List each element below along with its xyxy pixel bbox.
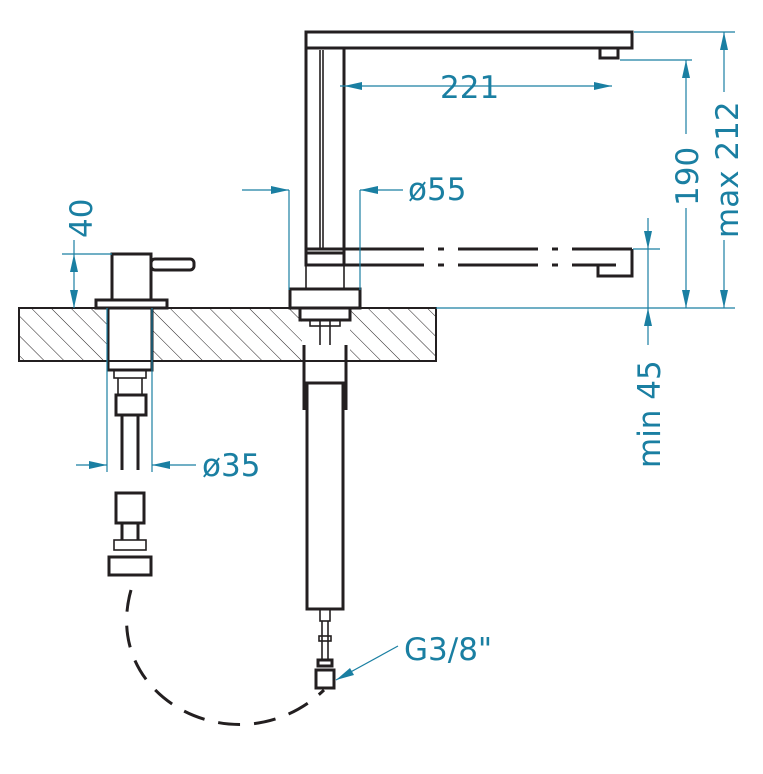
faucet-body — [288, 30, 634, 690]
label-spout-reach: 221 — [440, 70, 499, 106]
label-base-diameter: ø55 — [408, 172, 466, 208]
spout-lowered-position — [344, 247, 634, 278]
dimension-lines — [62, 31, 735, 681]
label-dispenser-height: 40 — [64, 199, 100, 238]
label-connection-thread: G3/8" — [404, 632, 492, 668]
label-countertop-min: min 45 — [632, 360, 668, 468]
label-height-max: max 212 — [710, 101, 746, 238]
label-height-standard: 190 — [670, 147, 706, 206]
soap-dispenser — [94, 252, 196, 577]
countertop — [18, 307, 437, 362]
label-dispenser-diameter: ø35 — [202, 448, 260, 484]
dispenser-tube-dashed — [125, 589, 326, 726]
